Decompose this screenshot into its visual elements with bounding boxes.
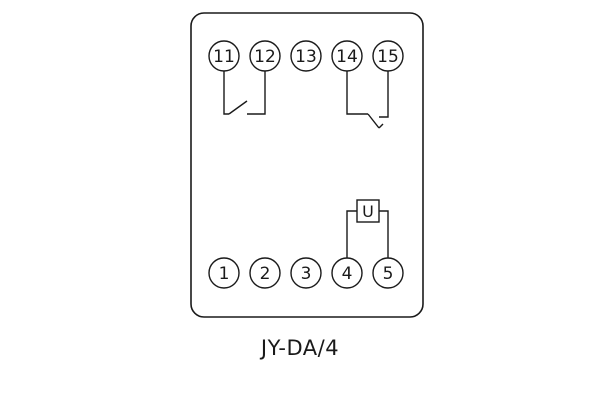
coil-label: U bbox=[362, 202, 374, 221]
terminal-label: 2 bbox=[260, 264, 271, 284]
terminal-label: 3 bbox=[301, 264, 312, 284]
terminal-13: 13 bbox=[290, 40, 322, 72]
terminal-label: 15 bbox=[377, 47, 399, 67]
terminal-label: 13 bbox=[295, 47, 317, 67]
terminal-label: 5 bbox=[383, 264, 394, 284]
terminal-circle bbox=[290, 40, 322, 72]
terminal-14: 14 bbox=[331, 40, 363, 72]
terminal-circle bbox=[372, 257, 404, 289]
bottom-terminal-row: 1 2 3 4 5 bbox=[208, 257, 404, 289]
terminal-4: 4 bbox=[331, 257, 363, 289]
terminal-2: 2 bbox=[249, 257, 281, 289]
contact-blade bbox=[228, 100, 248, 115]
contact-blade bbox=[367, 113, 380, 129]
terminal-11: 11 bbox=[208, 40, 240, 72]
terminal-circle bbox=[208, 257, 240, 289]
terminal-1: 1 bbox=[208, 257, 240, 289]
terminal-label: 11 bbox=[213, 47, 235, 67]
terminal-5: 5 bbox=[372, 257, 404, 289]
terminal-label: 14 bbox=[336, 47, 358, 67]
terminal-label: 1 bbox=[219, 264, 230, 284]
model-caption: JY-DA/4 bbox=[260, 336, 340, 360]
coil-wire-5 bbox=[379, 210, 389, 258]
terminal-label: 4 bbox=[342, 264, 353, 284]
contact-wire-15 bbox=[379, 71, 389, 118]
terminal-circle bbox=[331, 257, 363, 289]
terminal-3: 3 bbox=[290, 257, 322, 289]
relay-housing bbox=[190, 12, 424, 318]
terminal-circle bbox=[249, 257, 281, 289]
terminal-label: 12 bbox=[254, 47, 276, 67]
contact-14-15 bbox=[346, 71, 389, 129]
terminal-12: 12 bbox=[249, 40, 281, 72]
contact-wire-14 bbox=[346, 71, 368, 115]
terminal-15: 15 bbox=[372, 40, 404, 72]
coil-wire-4 bbox=[346, 210, 357, 258]
contact-wire-11 bbox=[223, 71, 229, 115]
top-terminal-row: 11 12 13 14 15 bbox=[208, 40, 404, 72]
coil: U bbox=[346, 199, 389, 258]
contact-11-12 bbox=[223, 71, 266, 115]
terminal-circle bbox=[290, 257, 322, 289]
contact-tail bbox=[378, 123, 384, 129]
contact-wire-12 bbox=[247, 71, 266, 115]
